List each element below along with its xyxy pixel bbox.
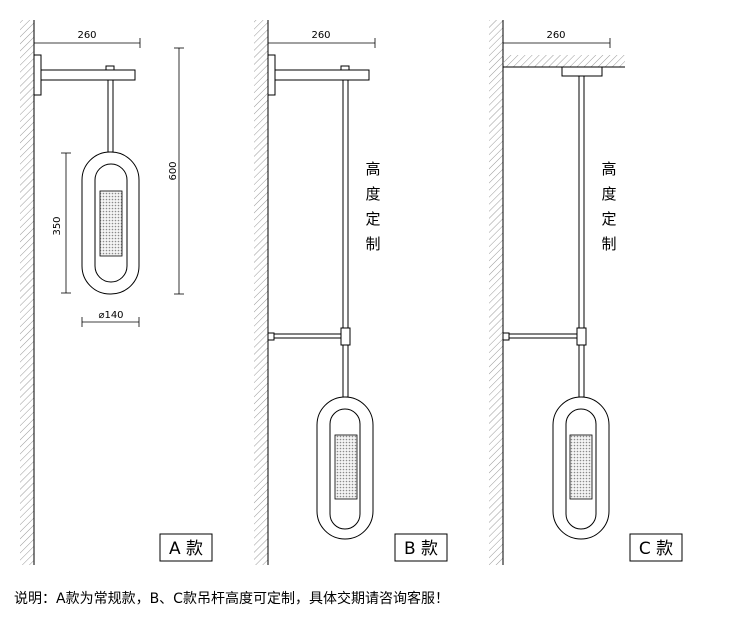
brace-joint-b (340, 327, 351, 346)
variant-c-box (629, 533, 683, 562)
variant-b-drawing: 260 高 度 定 制 B 款 (254, 20, 448, 565)
brace-b (273, 333, 342, 339)
custom-height-b-char-2: 度 (365, 185, 380, 203)
glass-shade-a (81, 151, 140, 295)
arm-a (40, 69, 136, 81)
glass-shade-b (316, 396, 374, 540)
ceiling-plate-c (561, 66, 603, 77)
brace-plate-b (267, 332, 275, 341)
ceiling-c-hatch (503, 55, 625, 67)
variant-a-label: A 款 (169, 539, 203, 559)
rod-c-lower (578, 344, 585, 398)
brace-plate-c (502, 332, 510, 341)
custom-height-c-char-4: 制 (601, 235, 616, 253)
brace-joint-c (576, 327, 587, 346)
inner-shade-b (329, 408, 361, 530)
wall-plate-b (267, 54, 276, 96)
light-element-a (99, 190, 123, 257)
variant-c-label: C 款 (639, 539, 673, 559)
glass-shade-c (552, 396, 610, 540)
custom-height-c-char-2: 度 (601, 185, 616, 203)
arm-cap-b (340, 65, 350, 71)
custom-height-b-char-3: 定 (365, 210, 380, 228)
dim-260-b-label: 260 (311, 30, 330, 41)
variant-a-box (159, 533, 213, 562)
dim-600-label: 600 (168, 161, 179, 180)
dim-260-a-label: 260 (77, 30, 96, 41)
wall-b-hatch (254, 20, 268, 565)
custom-height-c-char-1: 高 (601, 160, 616, 178)
wall-plate-a (33, 54, 42, 96)
rod-c-upper (578, 75, 585, 329)
variant-b-label: B 款 (404, 539, 438, 559)
inner-shade-c (565, 408, 597, 530)
arm-cap-a (105, 65, 115, 71)
variant-b-box (394, 533, 448, 562)
rod-b-lower (342, 344, 349, 398)
light-element-c (569, 434, 593, 500)
variant-a-drawing: 260 600 350 ⌀140 A 款 (20, 20, 213, 565)
arm-b (274, 69, 370, 81)
rod-b-upper (342, 79, 349, 329)
light-element-b (334, 434, 358, 500)
inner-shade-a (94, 163, 128, 283)
variant-c-drawing: 260 高 度 定 制 C 款 (489, 20, 683, 565)
brace-c (508, 333, 578, 339)
wall-a-hatch (20, 20, 34, 565)
description-note: 说明：A款为常规款，B、C款吊杆高度可定制，具体交期请咨询客服！ (14, 591, 449, 607)
wall-c-hatch (489, 20, 503, 565)
rod-a (107, 79, 114, 153)
dim-140-label: ⌀140 (98, 310, 123, 321)
dim-350-label: 350 (52, 216, 63, 235)
custom-height-b-char-4: 制 (365, 235, 380, 253)
dim-260-c-label: 260 (546, 30, 565, 41)
custom-height-b-char-1: 高 (365, 160, 380, 178)
custom-height-c-char-3: 定 (601, 210, 616, 228)
